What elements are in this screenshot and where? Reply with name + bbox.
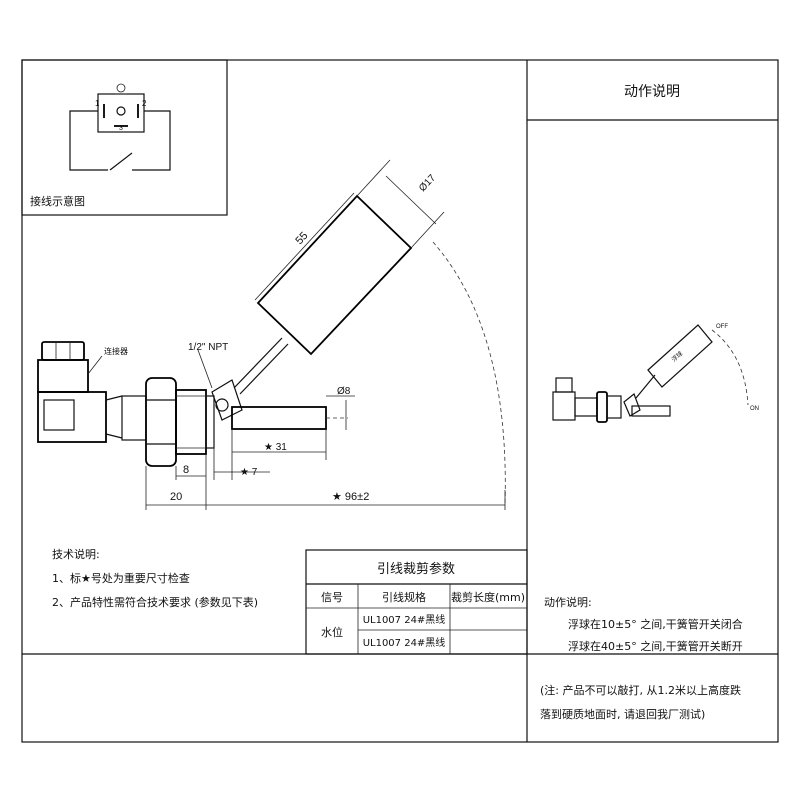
note-line2: 落到硬质地面时, 请退回我厂测试) — [540, 708, 705, 721]
connector-cap — [37, 359, 89, 393]
mini-float — [647, 324, 713, 388]
wiring-box — [21, 59, 228, 216]
row1-spec: UL1007 24#黑线 — [363, 613, 446, 626]
lead-cutting-table: 引线裁剪参数 信号 引线规格 裁剪长度(mm) 水位 UL1007 24#黑线 … — [305, 549, 528, 655]
pin-2-label: 2 — [142, 99, 147, 108]
pin-1-label: 1 — [95, 99, 100, 108]
float-stem — [233, 337, 283, 389]
header-spec: 引线规格 — [382, 590, 426, 604]
off-label: OFF — [716, 324, 728, 330]
wiring-title: 接线示意图 — [30, 194, 85, 208]
star-icon: ★ — [81, 572, 91, 585]
main-assembly-drawing: 连接器 1/2" NPT Ø8 55 Ø17 — [37, 159, 506, 510]
note-line1: (注: 产品不可以敲打, 从1.2米以上高度跌 — [540, 683, 741, 697]
tech-line1-pre: 1、标 — [52, 571, 81, 585]
svg-text:1、标★号处为重要尺寸检查: 1、标★号处为重要尺寸检查 — [52, 571, 190, 585]
dim-96-label: ★ 96±2 — [332, 491, 369, 503]
mini-arc — [711, 329, 749, 406]
dim-31-label: ★ 31 — [264, 442, 287, 453]
swing-arc — [432, 241, 506, 506]
pivot — [215, 398, 229, 412]
tech-title: 技术说明: — [52, 547, 100, 561]
tech-line1-post: 号处为重要尺寸检查 — [91, 571, 190, 585]
wiring-diagram: 1 2 3 接线示意图 — [21, 59, 228, 216]
table-title: 引线裁剪参数 — [377, 561, 455, 577]
signal-cell: 水位 — [321, 625, 343, 639]
probe-diameter-label: Ø8 — [337, 386, 351, 397]
row2-spec: UL1007 24#黑线 — [363, 636, 446, 649]
header-signal: 信号 — [321, 591, 343, 604]
outer-frame — [21, 59, 779, 743]
reed-switch-contact — [109, 152, 133, 171]
dim-7-label: ★ 7 — [240, 467, 258, 478]
header-length: 裁剪长度(mm) — [451, 590, 525, 604]
tech-notes: 技术说明: 1、标★号处为重要尺寸检查 2、产品特性需符合技术要求 (参数见下表… — [52, 547, 258, 609]
action-mini-drawing: 浮球 OFF ON — [552, 324, 759, 423]
tech-line2: 2、产品特性需符合技术要求 (参数见下表) — [52, 595, 258, 609]
ground-icon — [116, 83, 126, 93]
action-desc-line2: 浮球在40±5° 之间,干簧管开关断开 — [568, 639, 743, 653]
dim-20-label: 20 — [170, 491, 182, 503]
thread-section — [175, 389, 207, 455]
action-header: 动作说明 — [624, 84, 680, 100]
mini-probe — [631, 405, 671, 417]
on-label: ON — [750, 406, 759, 412]
pin-3-label: 3 — [119, 125, 123, 132]
connector-label: 连接器 — [104, 346, 128, 356]
thread-label: 1/2" NPT — [188, 342, 228, 353]
action-panel: 动作说明 浮球 OFF ON 动作说明: 浮球在10±5° 之间,干簧管开关闭合… — [540, 84, 759, 721]
float-length-label: 55 — [293, 230, 310, 247]
action-desc-line1: 浮球在10±5° 之间,干簧管开关闭合 — [568, 617, 743, 631]
dim-8-label: 8 — [183, 464, 189, 476]
float-body — [256, 194, 413, 356]
hex-nut — [145, 377, 177, 467]
pin-center-dot — [116, 106, 126, 116]
probe-tube — [231, 406, 327, 430]
float-diameter-label: Ø17 — [417, 172, 438, 194]
action-desc-title: 动作说明: — [544, 595, 592, 609]
mini-float-label: 浮球 — [670, 350, 684, 364]
circuit-wire — [69, 110, 108, 171]
